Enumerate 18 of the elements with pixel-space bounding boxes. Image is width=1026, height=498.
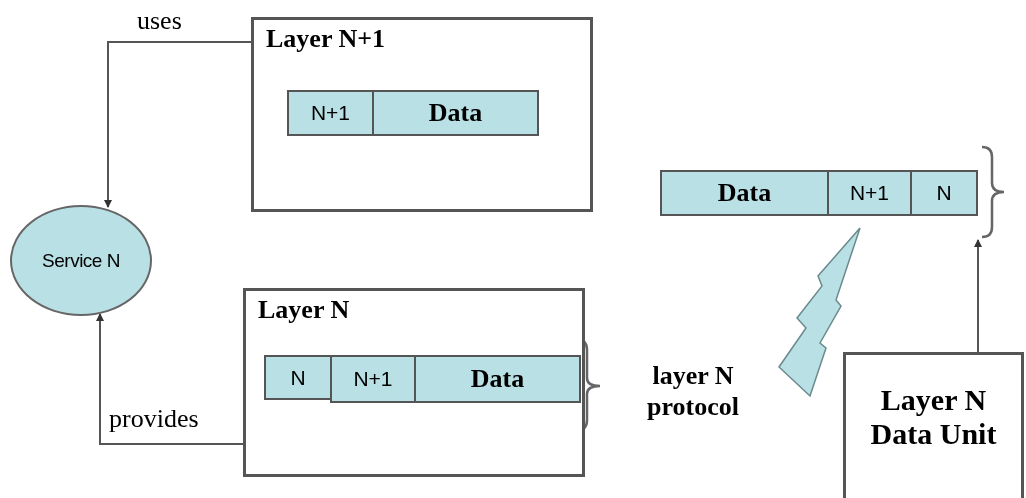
data-field: Data (414, 355, 581, 403)
connector-arrow (96, 313, 244, 445)
header-field: N (264, 355, 332, 400)
layer-title: Layer N (258, 295, 350, 325)
service-ellipse: Service N (10, 205, 152, 316)
data-field: Data (372, 90, 539, 136)
layer-title: Layer N+1 (266, 24, 386, 54)
header-field: N+1 (287, 90, 374, 136)
layer-box (243, 288, 585, 477)
connector-arrow (974, 239, 982, 353)
header-field: N+1 (330, 355, 416, 403)
data-unit-box: Layer N Data Unit (843, 352, 1024, 498)
layer-box (251, 17, 593, 212)
protocol-label: layer N protocol (646, 360, 740, 423)
data-field: Data (660, 170, 829, 216)
header-field: N+1 (827, 170, 912, 216)
connector-arrow (104, 41, 252, 208)
header-field: N (910, 170, 978, 216)
